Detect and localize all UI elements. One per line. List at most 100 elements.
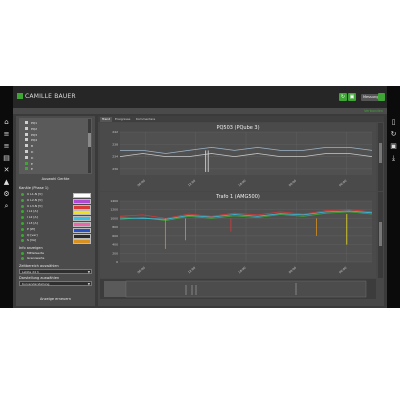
channel-row[interactable]: P [W] <box>19 226 92 233</box>
tools-button[interactable]: ✕ <box>0 164 13 176</box>
search-button[interactable]: ⌕ <box>0 200 13 212</box>
settings-button[interactable]: ⚙ <box>0 188 13 200</box>
radio-indicator <box>21 233 24 237</box>
list-button[interactable]: ≡ <box>0 140 13 152</box>
channel-row[interactable]: S [VA] <box>19 238 92 245</box>
chart-icon: ▲ <box>3 178 10 186</box>
device-list-item[interactable]: B <box>25 144 33 148</box>
y-tick-label: 200 <box>112 251 118 255</box>
navigator-left-handle[interactable] <box>104 281 126 297</box>
color-swatch[interactable] <box>73 198 91 204</box>
color-swatch[interactable] <box>73 233 91 239</box>
sync-button[interactable]: ↻ <box>387 128 400 140</box>
document-button[interactable]: ▯ <box>387 116 400 128</box>
left-toolbar: ⌂ ≡≡ ▤ ✕ ▲ ⚙⌕ <box>0 86 13 308</box>
extra-item[interactable]: Grenzwerte <box>19 256 92 261</box>
tab-trend[interactable]: Trend <box>100 117 113 122</box>
tab-comments[interactable]: Kommentare <box>136 117 156 121</box>
home-button[interactable]: ⌂ <box>0 116 13 128</box>
device-list-item-label: PQ2 <box>31 126 38 131</box>
channel-label: I L3 [A] <box>27 221 38 225</box>
channel-row[interactable]: U L2-N [V] <box>19 198 92 204</box>
chart-button[interactable]: ▲ <box>0 176 13 188</box>
color-swatch[interactable] <box>73 239 91 245</box>
device-list-item[interactable]: D <box>25 155 33 160</box>
right-toolbar: ▯ ↻▣⤓ <box>387 86 400 308</box>
user-menu-button[interactable] <box>378 93 385 101</box>
y-tick-label: 234 <box>112 155 118 159</box>
map-icon: ▤ <box>3 154 10 162</box>
checkbox[interactable] <box>25 132 28 136</box>
home-icon: ⌂ <box>4 118 9 126</box>
x-tick-label: 00:00 <box>288 266 297 275</box>
extra-item[interactable]: Mittelwerte <box>19 251 92 256</box>
user-label[interactable]: Messungen <box>361 94 385 101</box>
tab-events[interactable]: Ereignisse <box>115 117 131 121</box>
device-list-item-label: E <box>31 167 33 172</box>
device-list-item-label: D <box>31 150 34 154</box>
device-list-item[interactable]: PQ1 <box>25 121 37 125</box>
save-button[interactable]: ▣ <box>348 93 356 101</box>
checkbox[interactable] <box>25 126 28 130</box>
device-list-item[interactable]: D <box>25 150 33 154</box>
channel-row[interactable]: I L3 [A] <box>19 221 92 227</box>
checkbox[interactable] <box>25 138 28 142</box>
list-button[interactable]: ≡ <box>0 128 13 140</box>
radio-indicator <box>21 222 24 225</box>
channel-label: U L1-N [V] <box>27 192 43 196</box>
color-swatch[interactable] <box>73 210 91 216</box>
color-swatch[interactable] <box>73 193 91 198</box>
device-list-item[interactable]: PQ3 <box>25 132 37 137</box>
checkbox[interactable] <box>25 150 28 153</box>
y-tick-label: 1400 <box>110 199 118 203</box>
checkbox[interactable] <box>25 161 28 165</box>
radio-indicator <box>21 193 24 196</box>
channel-row[interactable]: I L2 [A] <box>19 215 92 222</box>
chart-2-scrollbar[interactable] <box>378 192 383 278</box>
y-tick-label: 242 <box>112 130 118 134</box>
extra-item-label: Grenzwerte <box>27 256 45 260</box>
refresh-button[interactable]: ↻ <box>339 93 347 101</box>
download-button[interactable]: ⤓ <box>387 152 400 164</box>
display-select[interactable]: Kurvendarstellung▼ <box>19 281 92 286</box>
checkbox[interactable] <box>25 144 28 148</box>
screen-frame: ⌂≡≡▤✕▲⚙⌕ ▯↻▣⤓ CAMILLE BAUER ↻ ▣ Messunge… <box>0 86 400 308</box>
app-window: CAMILLE BAUER ↻ ▣ Messungen Verbunden PQ… <box>13 86 387 308</box>
y-tick-label: 230 <box>112 167 118 171</box>
channel-label: P [W] <box>27 226 36 231</box>
color-swatch[interactable] <box>73 227 91 233</box>
device-list-scrollbar[interactable] <box>88 119 91 173</box>
device-list-item[interactable]: E <box>25 161 33 166</box>
device-list-item[interactable]: PQ2 <box>25 126 38 131</box>
x-tick-label: 06:00 <box>338 179 347 188</box>
checkbox[interactable] <box>25 167 28 171</box>
time-range-select[interactable]: Letzte 24 h▼ <box>19 269 92 274</box>
save-icon: ▣ <box>349 94 355 100</box>
y-tick-label: 400 <box>112 243 118 247</box>
save-button[interactable]: ▣ <box>387 140 400 152</box>
map-button[interactable]: ▤ <box>0 152 13 164</box>
device-list-caption: Auswahl Geräte <box>41 177 70 181</box>
apply-button[interactable]: Anzeige erneuern <box>40 297 71 301</box>
channel-label: I L1 [A] <box>27 209 38 214</box>
series-line <box>119 211 373 222</box>
document-icon: ▯ <box>391 118 396 126</box>
chart-1-scrollbar[interactable] <box>378 123 383 191</box>
checkbox[interactable] <box>25 121 28 124</box>
color-swatch[interactable] <box>73 216 91 222</box>
overview-navigator[interactable] <box>100 279 376 299</box>
channel-row[interactable]: U L1-N [V] <box>19 192 92 198</box>
checkbox[interactable] <box>25 155 28 159</box>
device-list-item[interactable]: E <box>25 167 33 171</box>
color-swatch[interactable] <box>73 222 91 227</box>
channel-label: S [VA] <box>27 238 37 243</box>
device-list-item[interactable]: PQ4 <box>25 138 37 142</box>
y-tick-label: 1000 <box>110 216 118 220</box>
color-swatch[interactable] <box>73 204 91 210</box>
navigator-window[interactable] <box>125 280 367 298</box>
channel-row[interactable]: U L3-N [V] <box>19 204 92 210</box>
radio-indicator <box>21 227 24 231</box>
channel-row[interactable]: Q [var] <box>19 233 92 239</box>
channel-row[interactable]: I L1 [A] <box>19 209 92 216</box>
